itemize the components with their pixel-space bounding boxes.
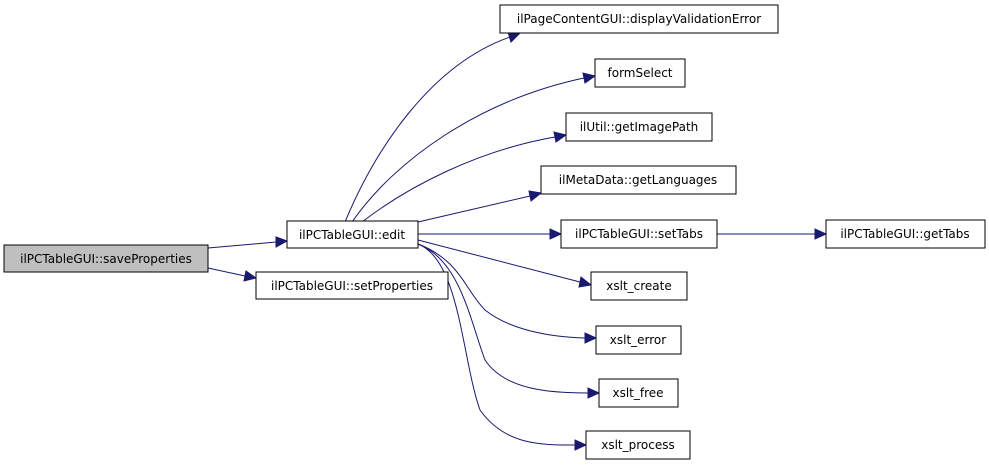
node-set-properties[interactable]: ilPCTableGUI::setProperties	[255, 271, 449, 300]
node-label: ilPCTableGUI::saveProperties	[20, 252, 192, 266]
edge-arrowhead	[587, 387, 601, 399]
edge-arrowhead	[243, 270, 258, 282]
node-label: ilPCTableGUI::getTabs	[840, 227, 969, 241]
node-xslt-error[interactable]: xslt_error	[595, 325, 682, 355]
edge-arrowhead	[574, 439, 588, 451]
node-get-tabs[interactable]: ilPCTableGUI::getTabs	[825, 219, 986, 249]
edge-arrowhead	[582, 72, 597, 84]
node-label: ilPCTableGUI::setProperties	[271, 279, 433, 293]
node-xslt-free[interactable]: xslt_free	[598, 378, 679, 408]
node-label: ilPCTableGUI::setTabs	[575, 227, 703, 241]
node-form-select[interactable]: formSelect	[594, 58, 686, 88]
edge-edit-formselect	[351, 77, 585, 223]
edge-arrowhead	[553, 131, 568, 143]
edge-edit-getimagepath	[361, 136, 556, 223]
edge-edit-getlanguages	[417, 195, 531, 223]
edge-arrowhead	[578, 276, 593, 288]
edge-edit-xsltcreate	[417, 239, 581, 283]
node-set-tabs[interactable]: ilPCTableGUI::setTabs	[560, 219, 718, 249]
node-label: ilPageContentGUI::displayValidationError	[517, 12, 761, 26]
node-xslt-process[interactable]: xslt_process	[585, 430, 691, 460]
node-label: ilUtil::getImagePath	[580, 120, 699, 134]
edge-saveproperties-edit	[207, 241, 277, 249]
node-xslt-create[interactable]: xslt_create	[590, 271, 688, 301]
edge-edit-xsltfree	[417, 243, 589, 394]
node-label: formSelect	[608, 66, 673, 80]
node-edit[interactable]: ilPCTableGUI::edit	[286, 220, 419, 249]
edge-saveproperties-setproperties	[207, 267, 246, 277]
node-label: ilPCTableGUI::edit	[299, 228, 405, 242]
node-label: xslt_free	[612, 386, 663, 400]
edge-arrowhead	[584, 332, 598, 344]
edges	[207, 31, 828, 451]
edge-arrowhead	[814, 228, 828, 240]
node-display-validation-error[interactable]: ilPageContentGUI::displayValidationError	[499, 4, 779, 34]
node-save-properties[interactable]: ilPCTableGUI::saveProperties	[3, 244, 209, 273]
node-label: xslt_create	[606, 279, 671, 293]
edge-arrowhead	[549, 228, 563, 240]
node-label: xslt_error	[610, 333, 667, 347]
node-label: xslt_process	[601, 438, 675, 452]
edge-edit-displayvalidationerror	[344, 36, 511, 223]
node-label: ilMetaData::getLanguages	[559, 173, 717, 187]
edge-arrowhead	[528, 190, 543, 202]
edge-arrowhead	[275, 236, 289, 248]
node-get-image-path[interactable]: ilUtil::getImagePath	[565, 112, 713, 142]
node-get-languages[interactable]: ilMetaData::getLanguages	[540, 165, 737, 195]
edge-edit-xslterror	[417, 243, 586, 339]
